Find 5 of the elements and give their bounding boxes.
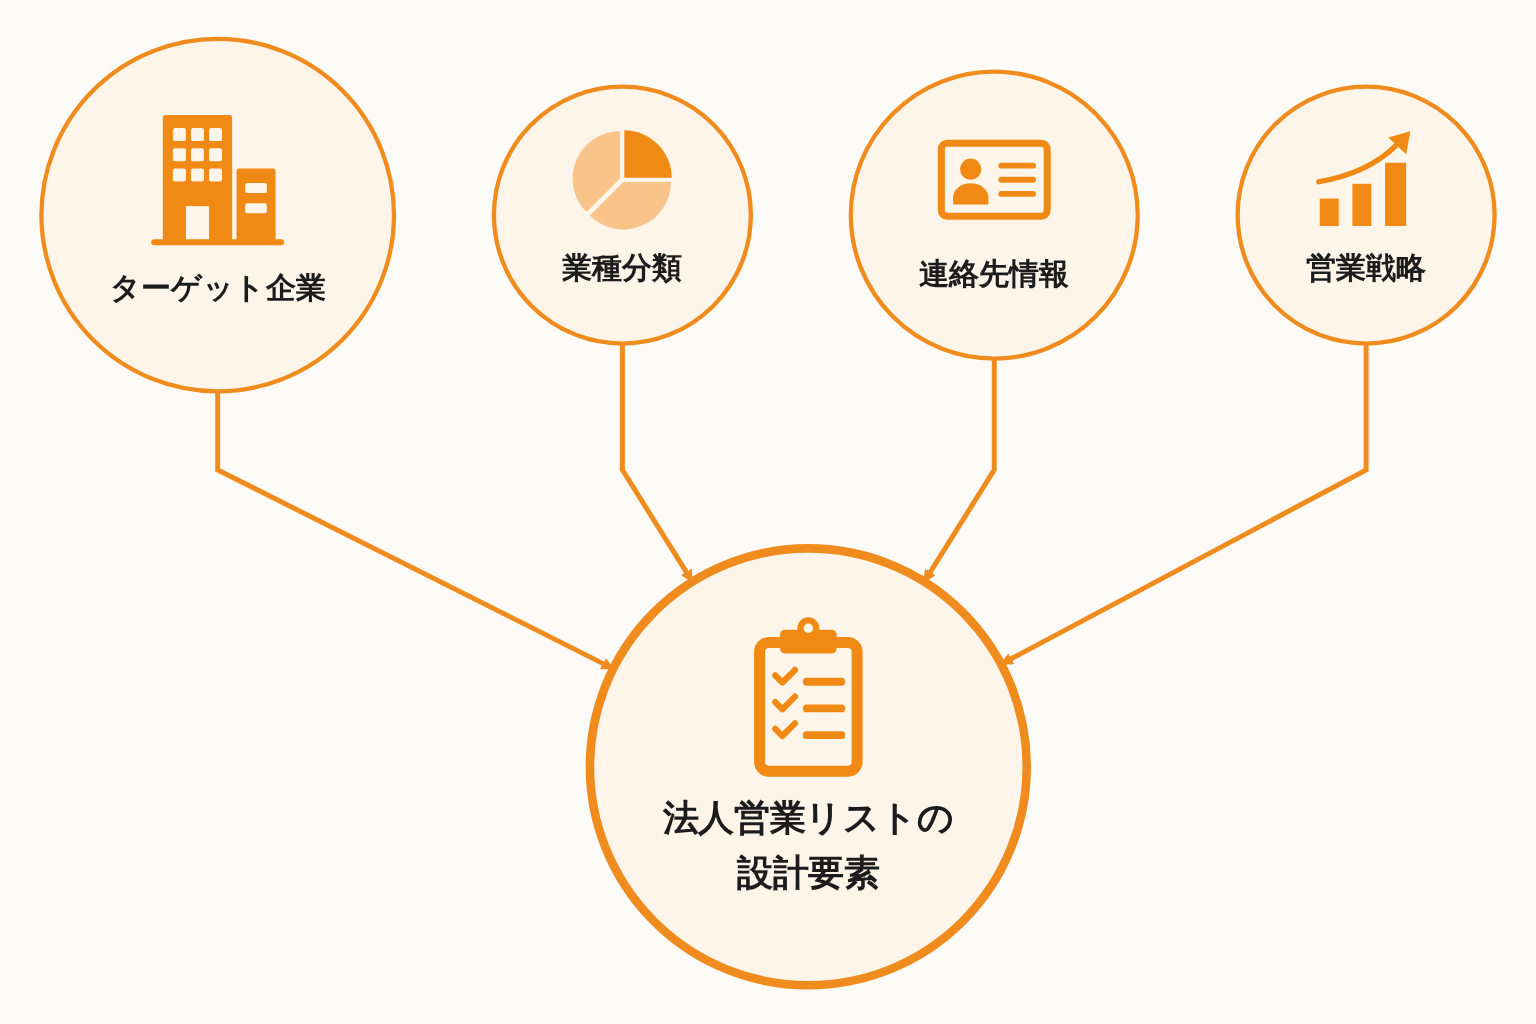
node-circle: 業種分類 [491, 84, 753, 346]
node-circle: 連絡先情報 [848, 69, 1140, 361]
node-circle: ターゲット企業 [39, 36, 397, 394]
node-circle: 法人営業リストの設計要素 [585, 544, 1031, 990]
node-circle: 営業戦略 [1235, 84, 1497, 346]
